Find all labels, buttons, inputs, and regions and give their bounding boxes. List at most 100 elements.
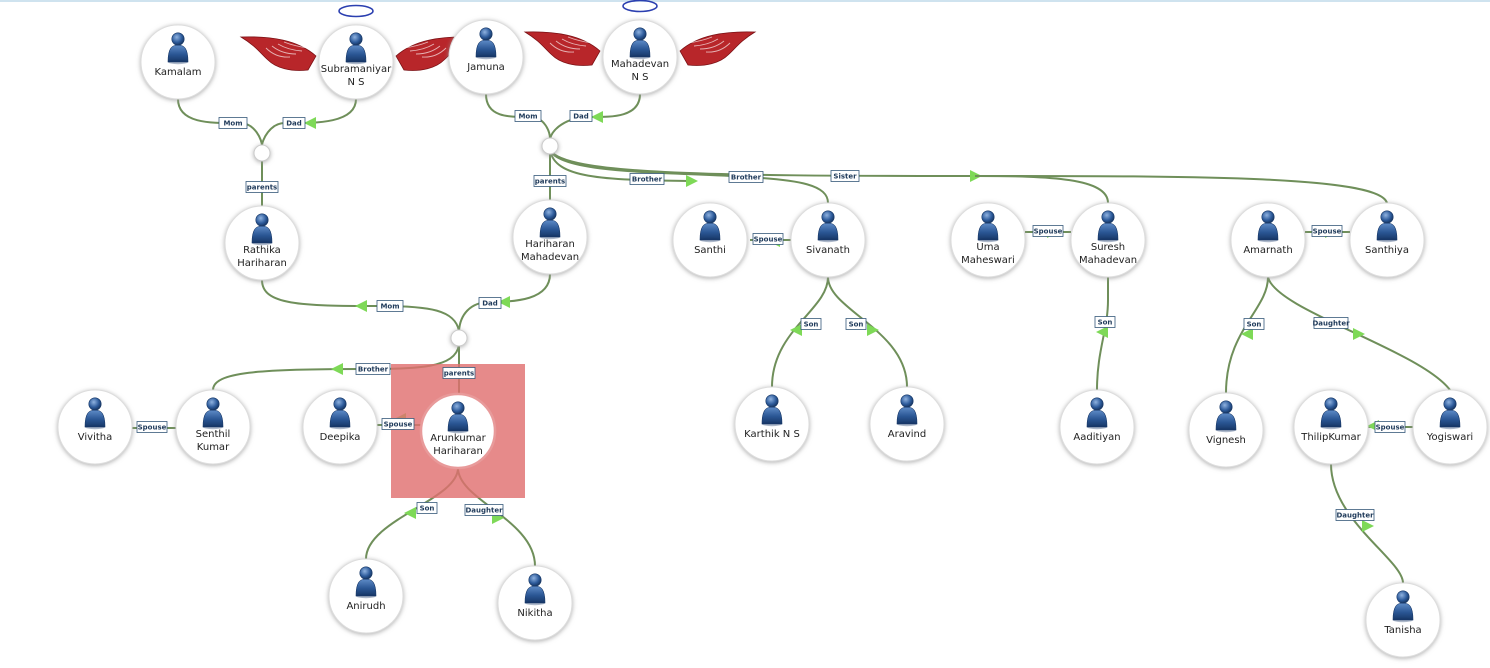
edge-label-box — [136, 421, 168, 433]
edge-label-box — [752, 233, 784, 245]
edge-label[interactable]: Daughter — [464, 504, 504, 516]
edge-label-box — [245, 181, 279, 193]
edge-label-box — [1243, 318, 1265, 330]
edge-label-text: Sister — [833, 173, 857, 181]
person-node-tanisha[interactable]: Tanisha — [1365, 582, 1441, 658]
edge-label-box — [533, 175, 567, 187]
person-icon — [84, 397, 106, 430]
edge-line — [549, 149, 691, 182]
person-icon — [1257, 210, 1279, 243]
person-name: N S — [631, 72, 648, 83]
edge-label-box — [1335, 509, 1375, 521]
edge-label[interactable]: Mom — [218, 117, 248, 129]
person-name: Hariharan — [525, 239, 575, 250]
person-node-jamuna[interactable]: Jamuna — [448, 19, 524, 95]
edge-arrow — [1096, 326, 1108, 338]
person-name: Tanisha — [1383, 625, 1421, 636]
edge-label[interactable]: Son — [1094, 316, 1116, 328]
person-node-karthik[interactable]: Karthik N S — [734, 386, 810, 462]
top-border — [0, 0, 1490, 2]
person-name: Vivitha — [78, 432, 112, 443]
edge-label[interactable]: Spouse — [136, 421, 168, 433]
halo-icon — [338, 4, 374, 18]
edge-label-box — [218, 117, 248, 129]
edge-arrow — [498, 296, 510, 308]
person-node-thilipkumar[interactable]: ThilipKumar — [1293, 389, 1369, 465]
edge-label[interactable]: Son — [845, 318, 867, 330]
edge-label[interactable]: parents — [245, 181, 279, 193]
union-junction[interactable] — [253, 144, 271, 162]
person-node-aravind[interactable]: Aravind — [869, 386, 945, 462]
person-node-nikitha[interactable]: Nikitha — [497, 565, 573, 641]
edge-label[interactable]: Spouse — [1374, 421, 1406, 433]
edge-label-box — [1313, 317, 1349, 329]
person-icon — [699, 210, 721, 243]
edge-arrow — [331, 363, 343, 375]
person-name: Kamalam — [154, 67, 201, 78]
union-junction[interactable] — [450, 329, 468, 347]
edge-label[interactable]: Son — [416, 502, 438, 514]
person-node-anirudh[interactable]: Anirudh — [328, 558, 404, 634]
edge-label[interactable]: Brother — [629, 173, 665, 185]
edge-label[interactable]: Spouse — [752, 233, 784, 245]
edge-label[interactable]: Dad — [282, 117, 306, 129]
edge-label[interactable]: parents — [533, 175, 567, 187]
edge-label-text: Daughter — [1312, 320, 1350, 328]
person-node-santhi[interactable]: Santhi — [672, 202, 748, 278]
edge-label-box — [464, 504, 504, 516]
edge-label[interactable]: Daughter — [1335, 509, 1375, 521]
edge-label-text: Mom — [380, 303, 399, 311]
person-name: Hariharan — [237, 258, 287, 269]
edge-label[interactable]: Dad — [569, 110, 593, 122]
person-node-amarnath[interactable]: Amarnath — [1230, 202, 1306, 278]
edge-label[interactable]: Daughter — [1312, 317, 1350, 329]
edge-label[interactable]: Brother — [355, 363, 391, 375]
edge-label-box — [355, 363, 391, 375]
edge-label-text: Son — [420, 505, 435, 513]
person-icon — [977, 210, 999, 243]
edge-label[interactable]: Spouse — [1311, 225, 1343, 237]
edge-arrow — [355, 300, 367, 312]
person-node-deepika[interactable]: Deepika — [302, 389, 378, 465]
person-node-vignesh[interactable]: Vignesh — [1188, 392, 1264, 468]
person-name: Arunkumar — [430, 433, 486, 444]
person-node-vivitha[interactable]: Vivitha — [57, 389, 133, 465]
person-node-aaditiyan[interactable]: Aaditiyan — [1059, 389, 1135, 465]
edge-line — [771, 276, 829, 388]
edge-label[interactable]: Dad — [478, 297, 502, 309]
edge-label-text: Dad — [573, 113, 589, 121]
edge-label-text: Spouse — [138, 424, 167, 432]
person-name: Mahadevan — [1079, 255, 1137, 266]
edge-label[interactable]: Spouse — [381, 418, 415, 430]
edge-label-text: Spouse — [754, 236, 783, 244]
edge-label[interactable]: Spouse — [1032, 225, 1064, 237]
person-name: Rathika — [243, 245, 281, 256]
person-node-yogiswari[interactable]: Yogiswari — [1412, 389, 1488, 465]
edge-label-text: Son — [849, 321, 864, 329]
person-icon — [896, 394, 918, 427]
edge-label[interactable]: Son — [800, 318, 822, 330]
edge-label[interactable]: Brother — [728, 171, 764, 183]
edge-label-text: Brother — [632, 176, 663, 184]
person-node-sivanath[interactable]: Sivanath — [790, 202, 866, 278]
person-icon — [167, 32, 189, 65]
person-name: Anirudh — [346, 601, 385, 612]
edge-label[interactable]: Mom — [376, 300, 404, 312]
union-junction[interactable] — [541, 137, 559, 155]
person-node-kamalam[interactable]: Kamalam — [140, 24, 216, 100]
edge-label[interactable]: Son — [1243, 318, 1265, 330]
edge-label[interactable]: Sister — [830, 170, 860, 182]
edge-label[interactable]: Mom — [514, 110, 542, 122]
person-node-santhiya[interactable]: Santhiya — [1349, 202, 1425, 278]
edge-label[interactable]: parents — [442, 367, 476, 379]
edge-label-text: Dad — [482, 300, 498, 308]
